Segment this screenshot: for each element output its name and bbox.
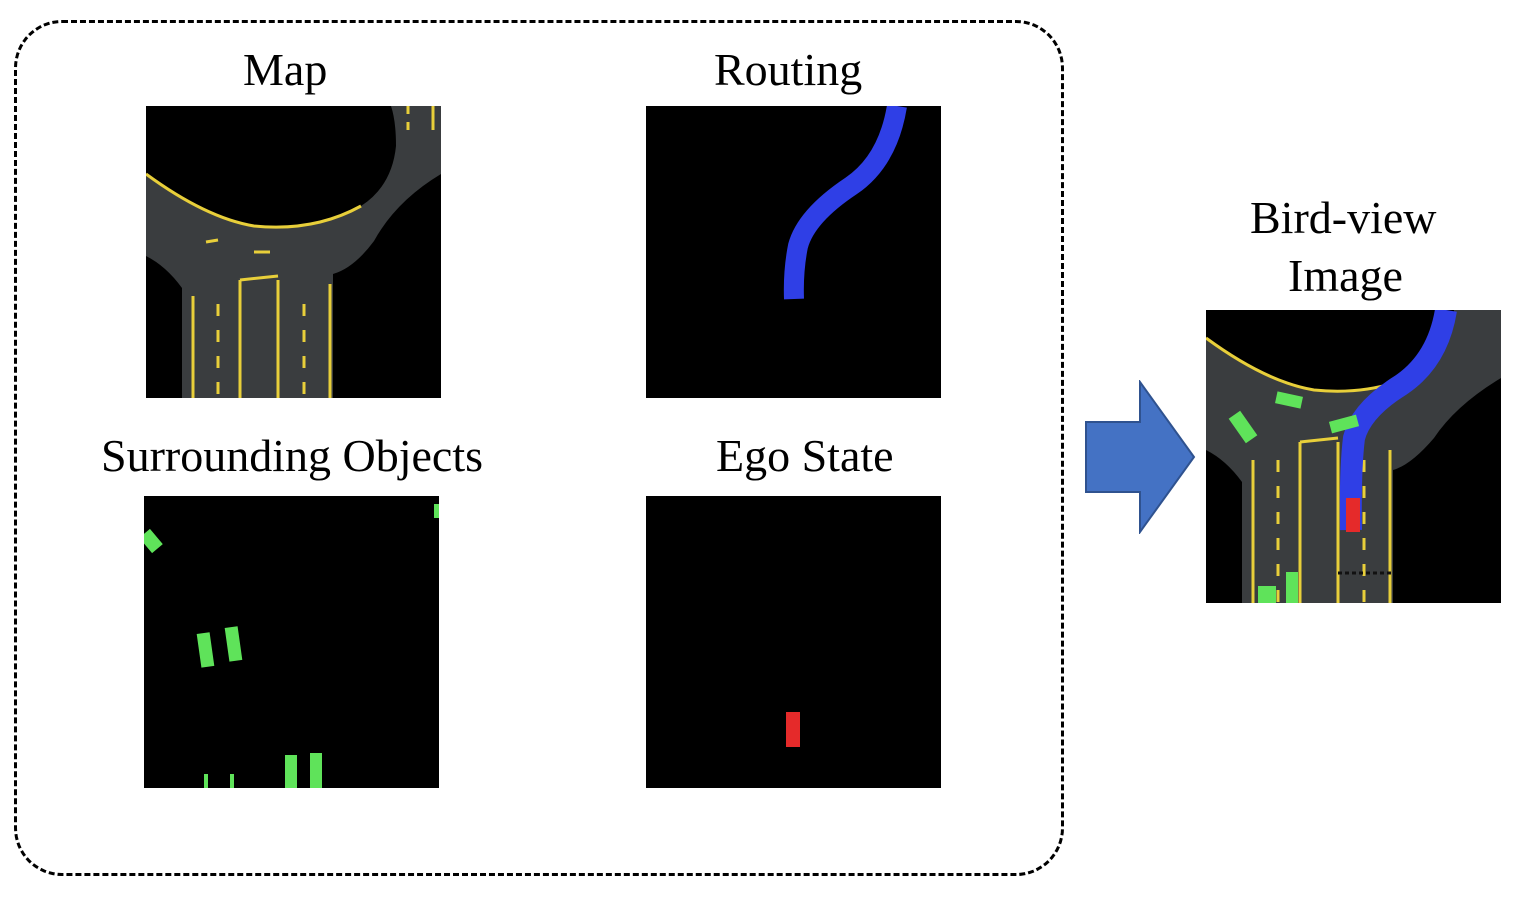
object-vehicle <box>1286 572 1298 603</box>
bird-view-title-line2: Image <box>1288 250 1403 301</box>
ego-vehicle <box>786 712 800 747</box>
map-image <box>146 106 441 398</box>
object-vehicle <box>1328 414 1360 434</box>
surrounding-objects-image <box>144 504 439 788</box>
object-vehicle <box>196 632 215 668</box>
object-vehicle <box>1275 391 1303 409</box>
surrounding-objects-title: Surrounding Objects <box>101 430 484 481</box>
input-channels-frame <box>14 20 1064 876</box>
ego-vehicle <box>1346 498 1360 532</box>
object-vehicle <box>144 528 163 554</box>
routing-image <box>783 106 907 300</box>
map-panel <box>146 106 441 398</box>
routing-panel <box>646 106 941 398</box>
surrounding-objects-panel <box>144 496 439 788</box>
route-path <box>1339 310 1457 531</box>
ego-state-title: Ego State <box>716 430 894 481</box>
object-vehicle <box>285 755 297 788</box>
object-vehicle <box>1258 586 1276 603</box>
ego-state-image <box>786 712 800 747</box>
ego-state-panel <box>646 496 941 788</box>
bird-view-image <box>1206 310 1501 603</box>
bird-view-panel <box>1206 310 1501 603</box>
object-vehicle <box>230 774 234 788</box>
object-vehicle <box>204 774 208 788</box>
object-vehicle <box>224 626 243 662</box>
right-arrow-icon <box>1085 380 1196 534</box>
routing-title: Routing <box>714 44 863 95</box>
bird-view-title-line1: Bird-view <box>1250 192 1437 243</box>
route-path <box>783 106 907 300</box>
object-vehicle <box>1228 410 1258 444</box>
object-vehicle <box>434 504 439 518</box>
object-vehicle <box>310 753 322 788</box>
map-title: Map <box>243 44 328 95</box>
